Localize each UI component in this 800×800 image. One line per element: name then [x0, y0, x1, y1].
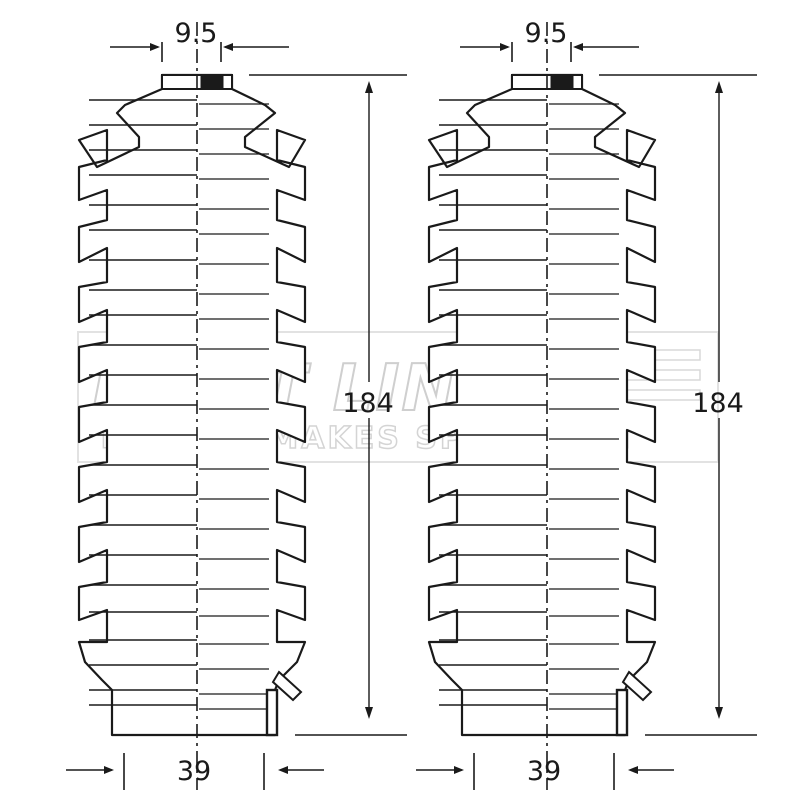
- base-diameter-label: 39: [527, 756, 561, 787]
- length-label: 184: [342, 388, 394, 419]
- arrowhead-icon: [715, 81, 723, 93]
- arrowhead-icon: [104, 766, 114, 774]
- neck-diameter-label: 9.5: [175, 18, 218, 49]
- arrowhead-icon: [278, 766, 288, 774]
- arrowhead-icon: [365, 81, 373, 93]
- arrowhead-icon: [573, 43, 583, 51]
- gaiter-drawing-right: 9.5 184 39: [416, 18, 757, 790]
- neck-diameter-label: 9.5: [525, 18, 568, 49]
- arrowhead-icon: [628, 766, 638, 774]
- arrowhead-icon: [500, 43, 510, 51]
- base-section: [265, 688, 279, 737]
- clip-icon: [621, 670, 653, 702]
- neck-section: [550, 74, 574, 90]
- clip-icon: [271, 670, 303, 702]
- arrowhead-icon: [715, 707, 723, 719]
- arrowhead-icon: [223, 43, 233, 51]
- arrowhead-icon: [365, 707, 373, 719]
- watermark-frame: [77, 331, 719, 463]
- arrowhead-icon: [454, 766, 464, 774]
- length-label: 184: [692, 388, 744, 419]
- base-section: [615, 688, 629, 737]
- neck-section: [200, 74, 224, 90]
- base-diameter-label: 39: [177, 756, 211, 787]
- gaiter-drawing-left: 9.5 184 39: [66, 18, 407, 790]
- arrowhead-icon: [150, 43, 160, 51]
